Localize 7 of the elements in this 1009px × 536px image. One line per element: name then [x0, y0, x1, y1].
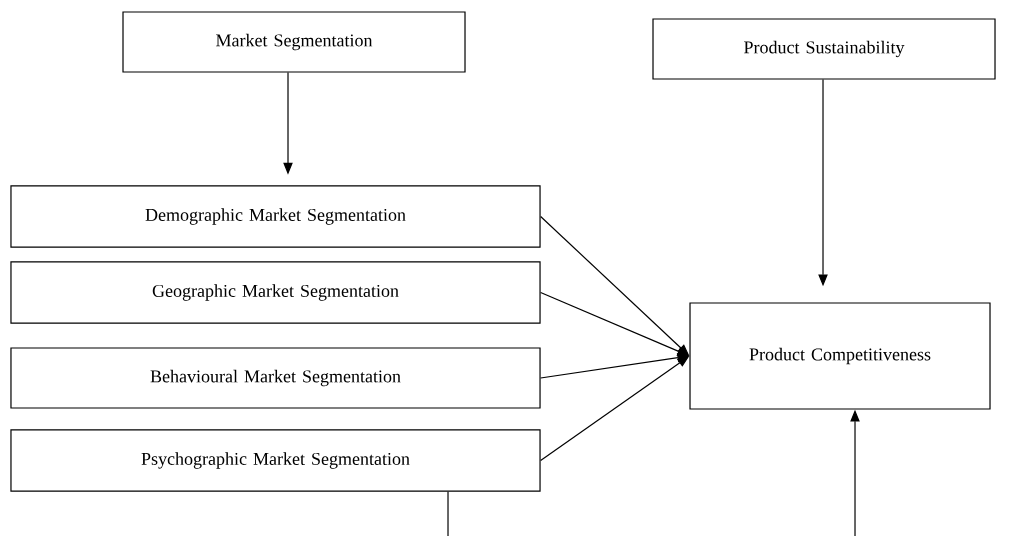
process-box: Product Competitiveness — [689, 302, 991, 410]
process-box: Market Segmentation — [122, 11, 466, 73]
process-box: Behavioural Market Segmentation — [10, 347, 541, 409]
process-box: Psychographic Market Segmentation — [10, 429, 541, 492]
process-box: Demographic Market Segmentation — [10, 185, 541, 248]
process-box: Geographic Market Segmentation — [10, 261, 541, 324]
process-box: Product Sustainability — [652, 18, 996, 80]
